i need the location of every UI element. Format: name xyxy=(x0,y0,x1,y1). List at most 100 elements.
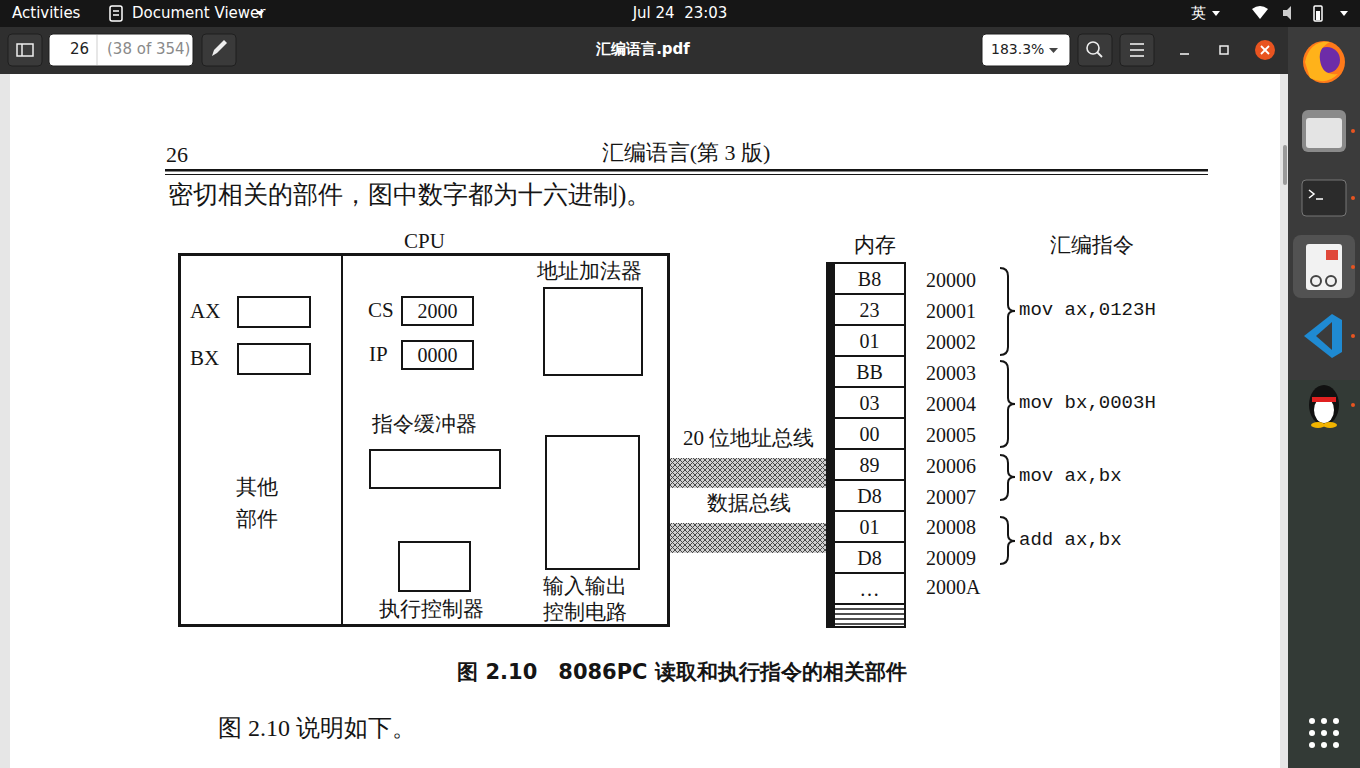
memory-byte: D8 xyxy=(857,485,881,507)
register-name: IP xyxy=(369,342,388,366)
panel-label: 其他 部件 xyxy=(236,471,286,535)
search-button xyxy=(1078,34,1112,66)
entry-divider xyxy=(97,35,98,65)
wallpaper xyxy=(1288,380,1360,768)
memory-stripes xyxy=(833,609,906,624)
memory-cell: BB xyxy=(835,357,904,388)
register-box: CS2000 xyxy=(401,296,474,326)
memory-edge xyxy=(826,262,833,628)
text-holder: 0000 xyxy=(403,342,472,368)
assembly-instruction: mov bx,0003H xyxy=(1019,392,1156,415)
dock-highlight xyxy=(1293,235,1355,298)
viewer-icon xyxy=(1311,276,1321,286)
viewer-icon xyxy=(1326,276,1336,286)
memory-byte: … xyxy=(860,578,880,600)
column-heading: 汇编指令 xyxy=(1050,233,1134,258)
text-holder: 01 xyxy=(835,512,904,541)
dropdown-arrow xyxy=(1049,48,1058,53)
register-box: IP0000 xyxy=(401,340,474,370)
running-header: 汇编语言(第 3 版) xyxy=(602,140,771,166)
text-holder: BB xyxy=(835,357,904,386)
viewer-ground xyxy=(0,74,1288,768)
close-icon xyxy=(1261,46,1269,54)
search-icon xyxy=(1097,52,1102,57)
volume-icon xyxy=(1283,6,1291,20)
component-name: 输入输出 控制电路 xyxy=(543,573,643,625)
component-name: 地址加法器 xyxy=(537,259,642,283)
bus-label: 数据总线 xyxy=(704,491,794,515)
header-bar xyxy=(0,27,1288,74)
zoom-entry xyxy=(982,34,1070,66)
memory-cell: 01 xyxy=(835,326,904,357)
firefox-icon xyxy=(1303,41,1345,83)
register-value: 0000 xyxy=(418,344,458,366)
other-parts-panel: 其他 部件 AX BX xyxy=(181,256,343,624)
bus-bar xyxy=(665,523,826,553)
running-dot xyxy=(1351,129,1355,407)
text-holder: D8 xyxy=(835,543,904,572)
dock xyxy=(1288,27,1360,768)
controller-box: 执行控制器 xyxy=(398,541,471,592)
register-name: BX xyxy=(190,346,219,370)
memory-address: 20000 xyxy=(926,268,976,292)
cpu-heading: CPU xyxy=(404,229,445,253)
viewer-icon xyxy=(1326,250,1338,260)
input-method: 英 xyxy=(1191,4,1206,22)
memory-byte: B8 xyxy=(858,268,881,290)
text-holder: 23 xyxy=(835,295,904,324)
page-number: 26 xyxy=(70,40,89,58)
register-value: 2000 xyxy=(418,300,458,322)
adder-box: 地址加法器 xyxy=(543,287,643,376)
text-holder: … xyxy=(835,574,904,603)
viewer-icon xyxy=(1306,244,1342,290)
battery-level xyxy=(1316,11,1320,20)
page-number: 26 xyxy=(166,142,188,168)
vscode-icon xyxy=(1304,314,1342,358)
minimize-icon xyxy=(1180,53,1189,55)
text-holder: D8 xyxy=(835,481,904,510)
page-count: (38 of 354) xyxy=(107,40,190,58)
memory-address: 20005 xyxy=(926,423,976,447)
menu-icon xyxy=(1130,44,1144,56)
scrollbar xyxy=(1283,145,1287,185)
text-holder: 00 xyxy=(835,419,904,448)
component-name: 执行控制器 xyxy=(379,597,484,621)
header-rule xyxy=(165,169,1208,172)
text-holder: 03 xyxy=(835,388,904,417)
sidebar-button xyxy=(8,34,42,66)
figure-caption: 图 2.10 8086PC 读取和执行指令的相关部件 xyxy=(457,660,907,685)
menu-button xyxy=(1120,34,1154,66)
assembly-instruction: add ax,bx xyxy=(1019,529,1122,552)
memory-cell: D8 xyxy=(835,481,904,512)
vscode-icon xyxy=(1316,322,1332,350)
io-circuit-box: 输入输出 控制电路 xyxy=(545,435,640,570)
memory-byte: 03 xyxy=(860,392,880,414)
document-title: 汇编语言.pdf xyxy=(596,40,690,58)
close-button xyxy=(1255,40,1275,60)
memory-byte: 01 xyxy=(860,516,880,538)
bus-label: 20 位地址总线 xyxy=(680,426,817,450)
cpu-box: CPU其他 部件AXBXCS2000IP0000地址加法器指令缓冲器执行控制器输… xyxy=(178,253,670,627)
memory-address: 20001 xyxy=(926,299,976,323)
memory-address: 20008 xyxy=(926,515,976,539)
register-box: BX xyxy=(237,343,311,375)
register-box: AX xyxy=(237,296,311,328)
memory-address: 20006 xyxy=(926,454,976,478)
body-text: 密切相关的部件，图中数字都为十六进制)。 xyxy=(168,180,651,210)
memory-cell: 00 xyxy=(835,419,904,450)
qq-icon xyxy=(1309,385,1339,425)
memory-address: 2000A xyxy=(926,575,980,599)
memory-cell: 01 xyxy=(835,512,904,543)
memory-byte: 23 xyxy=(860,299,880,321)
assembly-instruction: mov ax,bx xyxy=(1019,465,1122,488)
top-bar xyxy=(0,0,1360,27)
memory-address: 20009 xyxy=(926,546,976,570)
memory-cell: B8 xyxy=(835,264,904,295)
terminal-icon xyxy=(1302,180,1346,216)
memory-cell: 23 xyxy=(835,295,904,326)
text-holder: 89 xyxy=(835,450,904,479)
memory-heading: 内存 xyxy=(854,233,896,257)
terminal-icon xyxy=(1316,198,1323,200)
body-text: 图 2.10 说明如下。 xyxy=(218,714,416,743)
